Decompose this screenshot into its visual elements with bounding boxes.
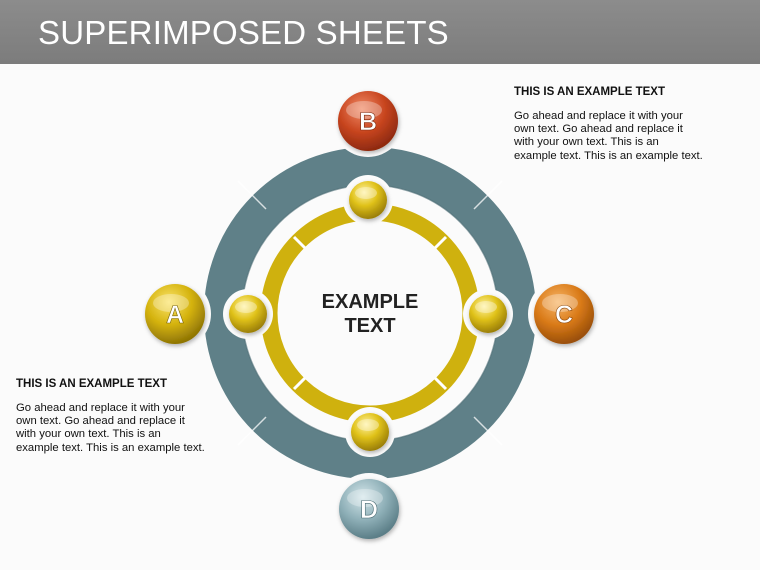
text-block-right-body: Go ahead and replace it with your own te…: [514, 110, 703, 162]
node-b: B: [338, 91, 398, 151]
node-a: A: [145, 284, 205, 344]
center-label: EXAMPLE TEXT: [300, 290, 440, 338]
title-bar: SUPERIMPOSED SHEETS: [0, 0, 760, 64]
text-block-right: THIS IS AN EXAMPLE TEXT Go ahead and rep…: [514, 86, 704, 163]
node-d-letter: D: [360, 496, 378, 524]
text-block-right-heading: THIS IS AN EXAMPLE TEXT: [514, 86, 666, 98]
node-a-letter: A: [166, 301, 184, 329]
node-b-letter: B: [359, 108, 377, 136]
text-block-left-body: Go ahead and replace it with your own te…: [16, 402, 205, 454]
node-c: C: [534, 284, 594, 344]
center-label-line1: EXAMPLE: [321, 291, 419, 313]
connector-dot-left: [229, 295, 267, 333]
connector-dot-bottom: [351, 413, 389, 451]
node-c-letter: C: [555, 301, 573, 329]
connector-dot-right: [469, 295, 507, 333]
text-block-left-heading: THIS IS AN EXAMPLE TEXT: [16, 378, 168, 390]
node-d: D: [339, 479, 399, 539]
center-label-line2: TEXT: [344, 315, 396, 337]
text-block-left: THIS IS AN EXAMPLE TEXT Go ahead and rep…: [16, 378, 206, 455]
page-title: SUPERIMPOSED SHEETS: [38, 14, 449, 51]
connector-dot-top: [349, 181, 387, 219]
